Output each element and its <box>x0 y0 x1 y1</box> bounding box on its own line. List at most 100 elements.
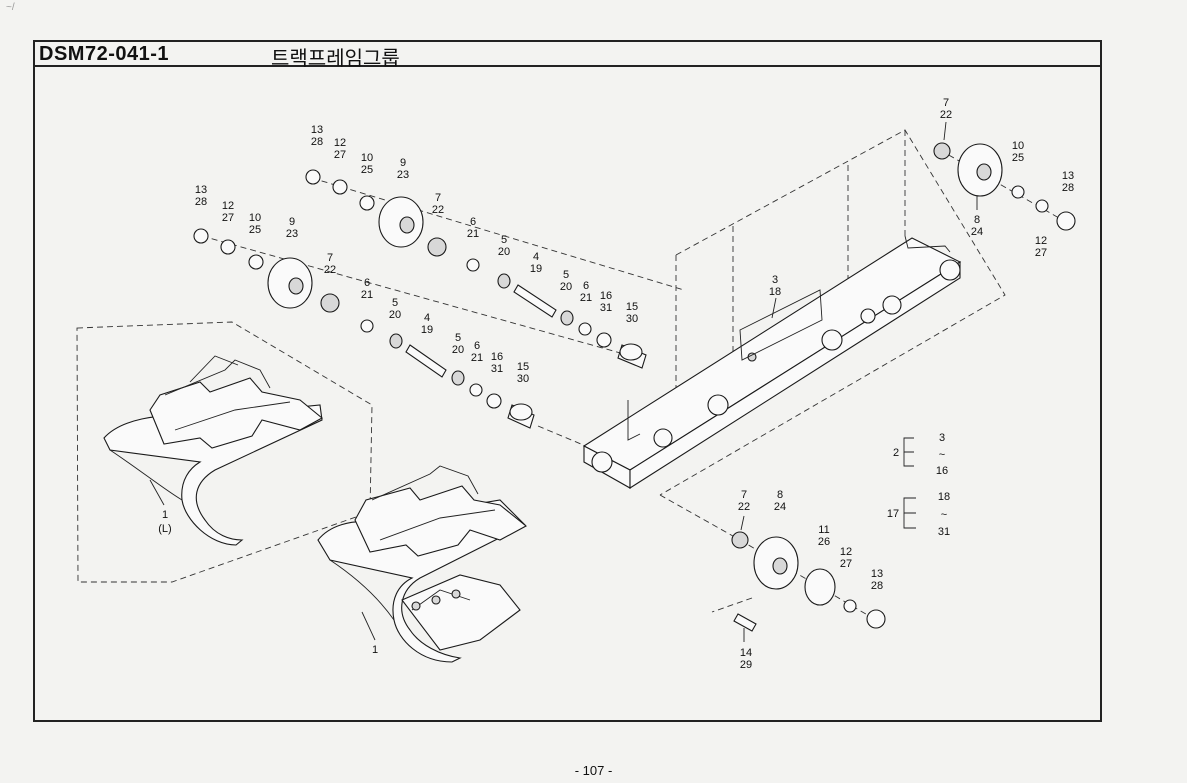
svg-text:621: 621 <box>467 216 479 240</box>
track-left <box>103 355 323 546</box>
callout-label: 1 <box>162 509 168 521</box>
callout-label: 5 <box>563 269 569 281</box>
callout-label: 27 <box>1035 247 1047 259</box>
group-from: 3 <box>939 432 945 444</box>
callout-label: 12 <box>334 137 346 149</box>
callout-label: 28 <box>311 136 323 148</box>
callout-label: 31 <box>600 302 612 314</box>
callout-label: 8 <box>974 214 980 226</box>
callout-label: 30 <box>517 373 529 385</box>
group-tilde: ~ <box>939 449 945 461</box>
callout-label: 25 <box>1012 152 1024 164</box>
svg-text:722: 722 <box>738 489 750 513</box>
callout-label: 6 <box>474 340 480 352</box>
svg-text:722: 722 <box>940 97 952 121</box>
callout-label: 22 <box>940 109 952 121</box>
svg-text:419: 419 <box>421 312 433 336</box>
callout-label: 5 <box>392 297 398 309</box>
callout-label: 5 <box>501 234 507 246</box>
svg-text:520: 520 <box>498 234 510 258</box>
svg-text:318: 318 <box>769 274 781 298</box>
callout-label: 12 <box>222 200 234 212</box>
svg-text:1: 1 <box>372 644 378 656</box>
svg-text:621: 621 <box>580 280 592 304</box>
callout-label: 21 <box>467 228 479 240</box>
callout-label: 15 <box>626 301 638 313</box>
callout-label: 20 <box>389 309 401 321</box>
callout-label: 13 <box>195 184 207 196</box>
svg-text:824: 824 <box>971 214 983 238</box>
callout-label: 8 <box>777 489 783 501</box>
svg-text:722: 722 <box>324 252 336 276</box>
callout-label: 10 <box>361 152 373 164</box>
callout-label: 29 <box>740 659 752 671</box>
svg-text:722: 722 <box>432 192 444 216</box>
roller-assembly-upper <box>305 169 647 369</box>
callout-label: 4 <box>424 312 430 324</box>
callout-label: 22 <box>432 204 444 216</box>
callout-label: 23 <box>397 169 409 181</box>
svg-text:923: 923 <box>286 216 298 240</box>
svg-text:923: 923 <box>397 157 409 181</box>
scan-mark: ~/ <box>6 2 15 13</box>
callout-label: 21 <box>580 292 592 304</box>
callout-label: 22 <box>324 264 336 276</box>
callout-label: 12 <box>1035 235 1047 247</box>
callout-label: 12 <box>840 546 852 558</box>
callout-label: 20 <box>560 281 572 293</box>
part-title: 트랙프레임그룹 <box>271 48 400 70</box>
callout-label: 21 <box>361 289 373 301</box>
callout-label: 24 <box>774 501 786 513</box>
callout-label: 28 <box>871 580 883 592</box>
callout-label: 9 <box>289 216 295 228</box>
callout-label: 18 <box>769 286 781 298</box>
group-from: 18 <box>938 491 950 503</box>
callout-label: 6 <box>583 280 589 292</box>
callout-label: 25 <box>249 224 261 236</box>
callout-label: 13 <box>1062 170 1074 182</box>
callout-label: 20 <box>452 344 464 356</box>
track-right <box>317 465 527 663</box>
callout-label: 21 <box>471 352 483 364</box>
callout-label: 15 <box>517 361 529 373</box>
callout-label: 3 <box>772 274 778 286</box>
svg-text:621: 621 <box>361 277 373 301</box>
callout-label: 5 <box>455 332 461 344</box>
svg-text:824: 824 <box>774 489 786 513</box>
callout-label: 26 <box>818 536 830 548</box>
callout-label: 30 <box>626 313 638 325</box>
callout-label: (L) <box>158 523 171 535</box>
callout-label: 1 <box>372 644 378 656</box>
callout-label: 11 <box>818 524 829 536</box>
callout-label: 14 <box>740 647 752 659</box>
svg-text:520: 520 <box>560 269 572 293</box>
callout-label: 9 <box>400 157 406 169</box>
group-to: 16 <box>936 465 948 477</box>
callout-label: 22 <box>738 501 750 513</box>
callout-label: 13 <box>311 124 323 136</box>
callout-label: 28 <box>1062 182 1074 194</box>
group-parent: 2 <box>893 447 899 459</box>
callout-label: 16 <box>491 351 503 363</box>
callout-label: 7 <box>435 192 441 204</box>
callout-label: 4 <box>533 251 539 263</box>
svg-text:520: 520 <box>389 297 401 321</box>
callout-label: 31 <box>491 363 503 375</box>
title-bar: DSM72-041-1 트랙프레임그룹 <box>35 42 1100 70</box>
